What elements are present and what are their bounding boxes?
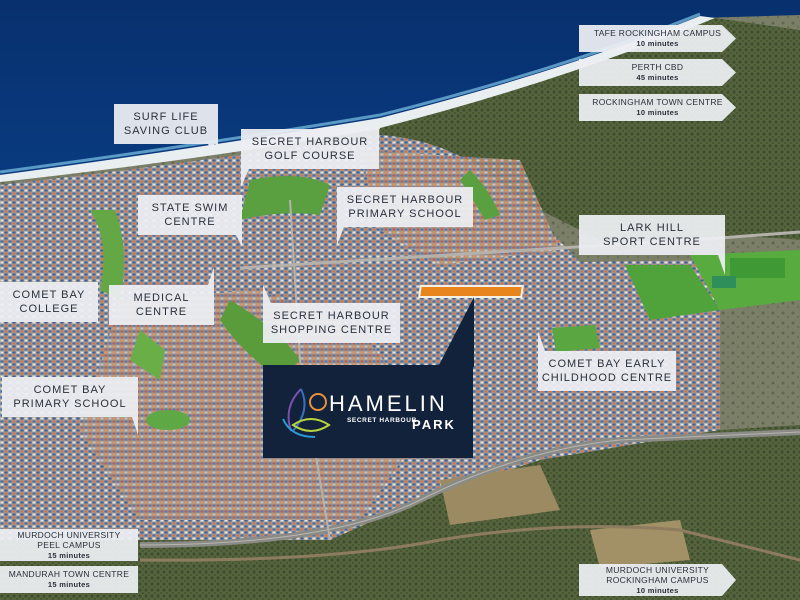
pointer	[132, 417, 138, 435]
logo-wordmark: HAMELIN	[329, 391, 448, 416]
pointer	[208, 144, 214, 154]
destination-murdoch-rockingham: Murdoch University Rockingham Campus 10 …	[579, 564, 736, 596]
destination-tafe-rockingham: TAFE Rockingham Campus 10 minutes	[579, 25, 736, 52]
pointer	[337, 227, 344, 245]
logo-park: PARK	[412, 417, 456, 432]
callout-secret-harbour-primary-school: Secret Harbour Primary School	[337, 187, 473, 245]
callout-comet-bay-college: Comet Bay College	[0, 282, 98, 322]
destination-rockingham-town-centre: Rockingham Town Centre 10 minutes	[579, 94, 736, 121]
callout-secret-harbour-golf-course: Secret Harbour Golf Course	[241, 129, 379, 187]
pointer	[263, 285, 271, 303]
callout-comet-bay-primary-school: Comet Bay Primary School	[2, 377, 138, 435]
development-site-highlight	[418, 285, 524, 298]
destination-perth-cbd: Perth CBD 45 minutes	[579, 59, 736, 86]
callout-comet-bay-early-childhood-centre: Comet Bay Early Childhood Centre	[538, 331, 676, 391]
callout-state-swim-centre: State Swim Centre	[138, 195, 242, 247]
callout-surf-life-saving-club: Surf Life Saving Club	[114, 104, 218, 154]
destination-murdoch-peel: Murdoch University Peel Campus 15 minute…	[0, 529, 138, 561]
pointer	[538, 331, 545, 351]
destination-mandurah-town-centre: Mandurah Town Centre 15 minutes	[0, 566, 138, 593]
butterfly-logo-icon	[282, 388, 331, 438]
pointer	[236, 235, 242, 247]
logo-subtitle: SECRET HARBOUR	[347, 417, 417, 424]
pointer	[208, 267, 214, 285]
hamelin-park-logo: HAMELIN SECRET HARBOUR PARK	[263, 365, 473, 458]
callout-lark-hill-sport-centre: Lark Hill Sport Centre	[579, 215, 725, 275]
pointer	[241, 169, 249, 187]
callout-medical-centre: Medical Centre	[109, 267, 214, 325]
pointer	[718, 255, 725, 275]
callout-secret-harbour-shopping-centre: Secret Harbour Shopping Centre	[263, 285, 400, 343]
